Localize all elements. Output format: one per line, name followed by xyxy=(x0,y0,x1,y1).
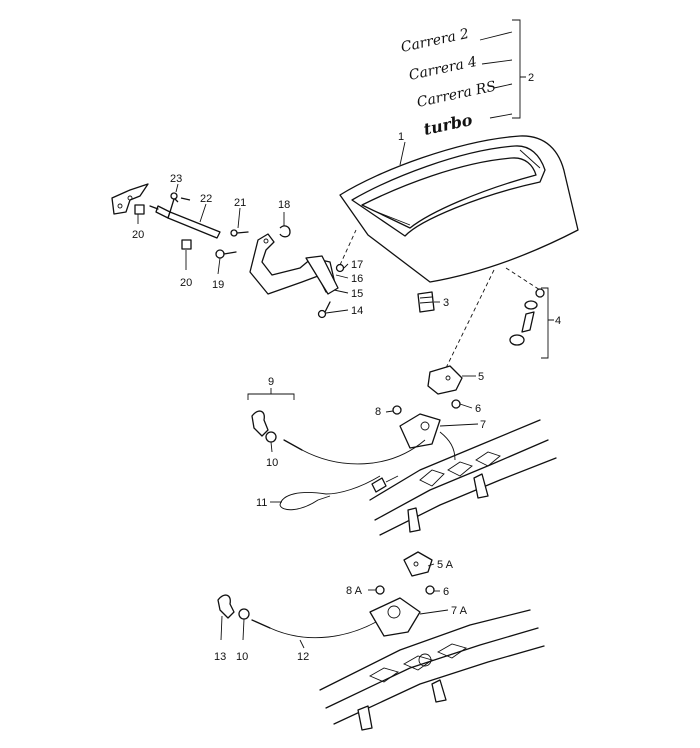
callout-8: 8 xyxy=(375,406,381,418)
latch-assembly xyxy=(392,365,463,461)
handle-9 xyxy=(251,410,269,437)
bolt-stack-4 xyxy=(444,267,554,371)
callouts: 1 2 3 4 5 6 7 8 9 10 11 5 A 6 8 A 7 A 13… xyxy=(132,72,561,663)
callout-17: 17 xyxy=(351,259,363,271)
nut-10 xyxy=(265,431,277,443)
callout-11: 11 xyxy=(256,497,267,509)
callout-2: 2 xyxy=(528,72,534,84)
callout-21: 21 xyxy=(234,197,246,209)
callout-10b: 10 xyxy=(236,651,248,663)
badge-leader-4 xyxy=(489,113,513,119)
screw-6a xyxy=(425,585,435,595)
bracket-20 xyxy=(111,183,149,215)
callout-18: 18 xyxy=(278,199,290,211)
engine-lid xyxy=(339,135,579,283)
callout-1: 1 xyxy=(398,131,404,143)
screw-6 xyxy=(451,399,461,409)
callout-14: 14 xyxy=(351,305,363,317)
lock-7a xyxy=(369,597,421,637)
lid-leader xyxy=(399,141,406,166)
bolt-14 xyxy=(317,309,327,319)
crossmember-lower xyxy=(319,609,545,731)
clip-20 xyxy=(134,204,145,215)
callout-7: 7 xyxy=(480,419,486,431)
bracket-15 xyxy=(305,255,339,295)
callout-10: 10 xyxy=(266,457,278,469)
badge-leader-1 xyxy=(479,31,513,41)
callout-5a: 5 A xyxy=(437,559,454,571)
callout-16: 16 xyxy=(351,273,363,285)
bolt-23 xyxy=(170,192,178,200)
badge-leader-3 xyxy=(493,83,513,89)
badge-leader-2 xyxy=(481,59,513,65)
lock-7 xyxy=(399,413,441,449)
callout-7a: 7 A xyxy=(451,605,468,617)
buffer-3 xyxy=(417,291,435,313)
callout-22: 22 xyxy=(200,193,212,205)
badge-bracket xyxy=(512,19,526,119)
bolt-21 xyxy=(230,229,238,237)
callout-23: 23 xyxy=(170,173,182,185)
strut-assembly xyxy=(111,183,357,319)
badge-carrera-rs: Carrera RS xyxy=(416,79,498,111)
clip-18 xyxy=(279,225,291,238)
screw-8 xyxy=(392,405,402,415)
badge-turbo: turbo xyxy=(422,110,475,139)
cable-12 xyxy=(269,621,377,639)
callout-3: 3 xyxy=(443,297,449,309)
nut-10b xyxy=(238,608,250,620)
callout-8a: 8 A xyxy=(346,585,363,597)
callout-13: 13 xyxy=(214,651,226,663)
callout-6: 6 xyxy=(475,403,481,415)
gas-strut-22 xyxy=(155,205,171,219)
latch-assembly-a xyxy=(217,551,435,639)
handle-13 xyxy=(217,594,235,619)
badge-carrera-4: Carrera 4 xyxy=(408,54,479,84)
nut-17 xyxy=(335,263,345,273)
cable-11 xyxy=(279,475,381,511)
callout-12: 12 xyxy=(297,651,309,663)
callout-20: 20 xyxy=(132,229,144,241)
callout-19: 19 xyxy=(212,279,224,291)
clip-20b xyxy=(181,239,192,250)
bracket-9 xyxy=(247,388,295,400)
release-assembly xyxy=(247,388,426,511)
callout-9: 9 xyxy=(268,376,274,388)
screw-8a xyxy=(375,585,385,595)
callout-4: 4 xyxy=(555,315,561,327)
leader-lines xyxy=(137,183,479,649)
callout-15: 15 xyxy=(351,288,363,300)
bolt-19 xyxy=(215,249,225,259)
callout-20b: 20 xyxy=(180,277,192,289)
crossmember-upper xyxy=(369,419,557,536)
badge-group: Carrera 2 Carrera 4 Carrera RS turbo xyxy=(400,19,526,139)
callout-6b: 6 xyxy=(443,586,449,598)
badge-carrera-2: Carrera 2 xyxy=(400,26,471,56)
callout-5: 5 xyxy=(478,371,484,383)
latch-5 xyxy=(427,365,463,395)
